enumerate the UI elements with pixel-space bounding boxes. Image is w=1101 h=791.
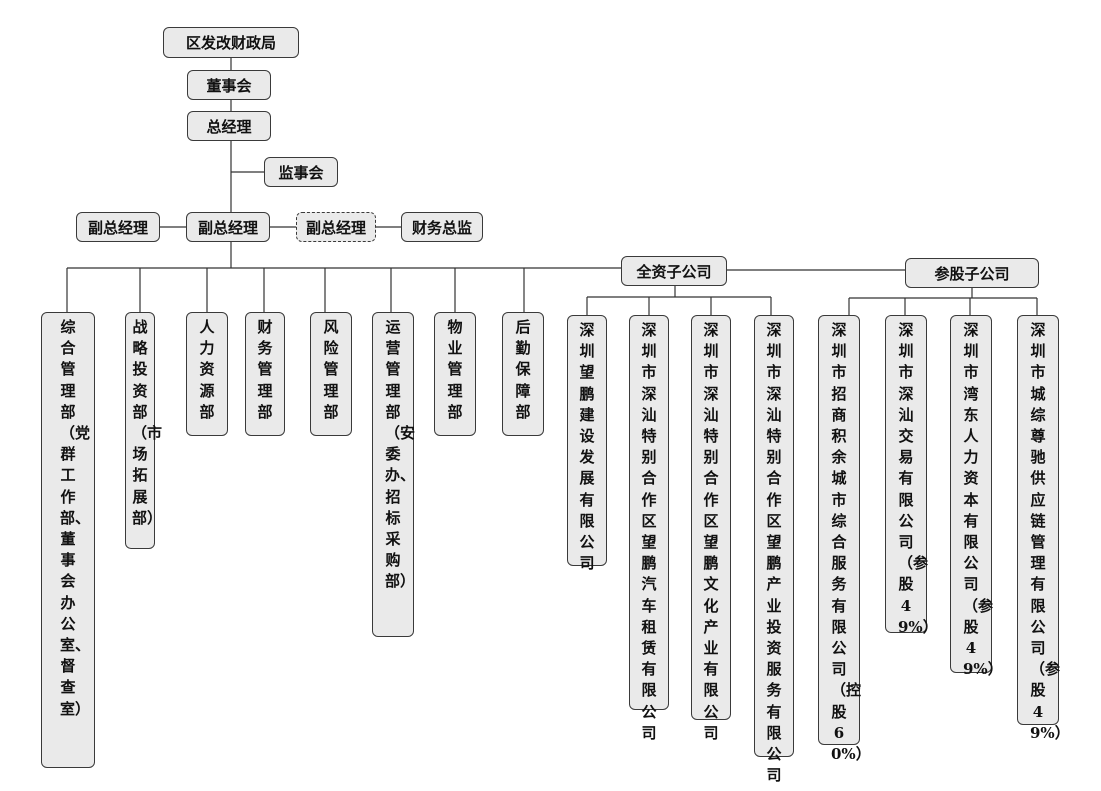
department-node: 运营管理部（安委办、招标采购部） [372,312,416,637]
participating-subsidiary-node: 深圳市湾东人力资本有限公司（参股49%） [950,315,1003,679]
supervisory-board-label: 监事会 [278,163,324,182]
deputy-gm-left-label: 副总经理 [87,218,148,237]
subsidiary-label: 深圳市深汕特别合作区望鹏汽车租赁有限公司 [641,321,657,742]
wholly-owned-subsidiary-node: 深圳望鹏建设发展有限公司 [567,315,607,573]
department-node: 综合管理部（党群工作部、董事会办公室、督查室） [41,312,95,768]
subsidiary-label: 深圳市深汕交易有限公司（参股49%） [898,321,938,636]
participating-subsidiary-node: 深圳市招商积余城市综合服务有限公司（控股60%） [818,315,871,764]
participating-group-node: 参股子公司 [905,258,1039,288]
department-node: 后勤保障部 [502,312,544,436]
department-label: 战略投资部（市场拓展部） [132,318,163,527]
board-node: 董事会 [187,70,271,100]
subsidiary-label: 深圳市深汕特别合作区望鹏产业投资服务有限公司 [766,321,782,785]
department-node: 财务管理部 [245,312,285,436]
department-node: 物业管理部 [434,312,476,436]
department-label: 后勤保障部 [515,318,531,421]
department-label: 物业管理部 [447,318,463,421]
participating-group-label: 参股子公司 [934,264,1010,283]
participating-subsidiary-node: 深圳市城综尊驰供应链管理有限公司（参股49%） [1017,315,1070,742]
wholly-owned-group-label: 全资子公司 [636,262,712,281]
wholly-owned-group-node: 全资子公司 [621,256,727,286]
supervisory-board-node: 监事会 [264,157,338,187]
fdrc-finance-bureau-label: 区发改财政局 [185,34,276,52]
department-label: 财务管理部 [257,318,273,421]
finance-director-label: 财务总监 [411,218,472,237]
deputy-gm-center-label: 副总经理 [197,218,258,237]
subsidiary-label: 深圳市招商积余城市综合服务有限公司（控股60%） [831,321,871,764]
subsidiary-label: 深圳市城综尊驰供应链管理有限公司（参股49%） [1030,321,1070,742]
general-manager-node: 总经理 [187,111,271,141]
department-label: 风险管理部 [323,318,339,421]
general-manager-label: 总经理 [206,117,252,136]
deputy-gm-center-node: 副总经理 [186,212,270,242]
finance-director-node: 财务总监 [401,212,483,242]
wholly-owned-subsidiary-node: 深圳市深汕特别合作区望鹏文化产业有限公司 [691,315,731,742]
department-label: 运营管理部（安委办、招标采购部） [385,318,416,591]
deputy-gm-left-node: 副总经理 [76,212,160,242]
fdrc-finance-bureau-node: 区发改财政局 [163,27,299,58]
department-node: 战略投资部（市场拓展部） [125,312,163,549]
deputy-gm-dashed-node: 副总经理 [296,212,376,242]
department-node: 人力资源部 [186,312,228,436]
wholly-owned-subsidiary-node: 深圳市深汕特别合作区望鹏汽车租赁有限公司 [629,315,669,742]
department-node: 风险管理部 [310,312,352,436]
subsidiary-label: 深圳市深汕特别合作区望鹏文化产业有限公司 [703,321,719,742]
department-label: 综合管理部（党群工作部、董事会办公室、督查室） [60,318,91,718]
subsidiary-label: 深圳市湾东人力资本有限公司（参股49%） [963,321,1003,679]
subsidiary-label: 深圳望鹏建设发展有限公司 [579,321,595,573]
deputy-gm-dashed-label: 副总经理 [305,218,366,237]
board-label: 董事会 [206,76,252,95]
participating-subsidiary-node: 深圳市深汕交易有限公司（参股49%） [885,315,938,636]
wholly-owned-subsidiary-node: 深圳市深汕特别合作区望鹏产业投资服务有限公司 [754,315,794,785]
department-label: 人力资源部 [199,318,215,421]
